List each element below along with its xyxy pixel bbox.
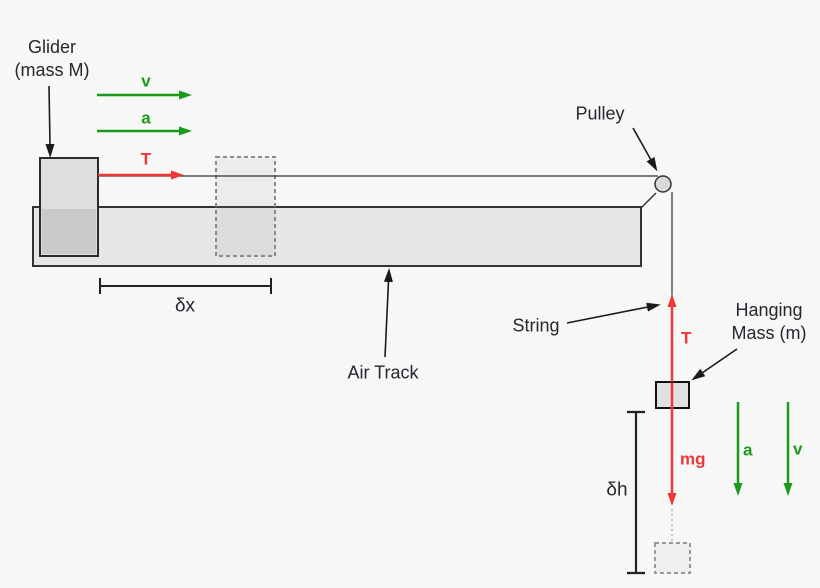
velocity-top-label: v	[141, 71, 151, 91]
hanging-mass-label-line2: Mass (m)	[731, 323, 807, 343]
acceleration-top-label: a	[141, 108, 151, 128]
glider-label: Glider (mass M)	[15, 36, 90, 82]
hanging-mass-label: Hanging Mass (m)	[732, 299, 807, 345]
velocity-down-label: v	[793, 439, 803, 459]
pulley-mount	[640, 192, 657, 209]
glider-pointer-arrow	[45, 85, 55, 158]
pulley-wheel	[654, 175, 672, 193]
tension-string-label: T	[681, 328, 692, 348]
delta-h-bracket	[627, 410, 645, 575]
string-pointer-arrow	[566, 302, 661, 324]
weight-label: mg	[680, 449, 706, 469]
delta-x-bracket	[99, 278, 272, 294]
string-label: String	[512, 315, 560, 336]
acceleration-down-label: a	[743, 440, 753, 460]
hanging-mass-label-line1: Hanging	[735, 300, 803, 320]
glider-ghost-position	[215, 156, 276, 257]
glider-label-line1: Glider	[27, 37, 76, 57]
pulley-pointer-arrow	[632, 127, 658, 172]
tension-top-label: T	[140, 149, 152, 169]
delta-x-label: δx	[174, 295, 196, 317]
glider-label-line2: (mass M)	[14, 60, 90, 80]
hanging-mass-ghost-position	[654, 542, 691, 574]
air-track-body	[32, 206, 642, 267]
air-track-label: Air Track	[347, 362, 419, 383]
hanging-mass-pointer-arrow	[691, 348, 738, 381]
air-track-pointer-arrow	[383, 268, 393, 358]
delta-h-label: δh	[606, 479, 628, 501]
pulley-label: Pulley	[575, 103, 625, 124]
glider-track-overlap	[42, 209, 96, 254]
